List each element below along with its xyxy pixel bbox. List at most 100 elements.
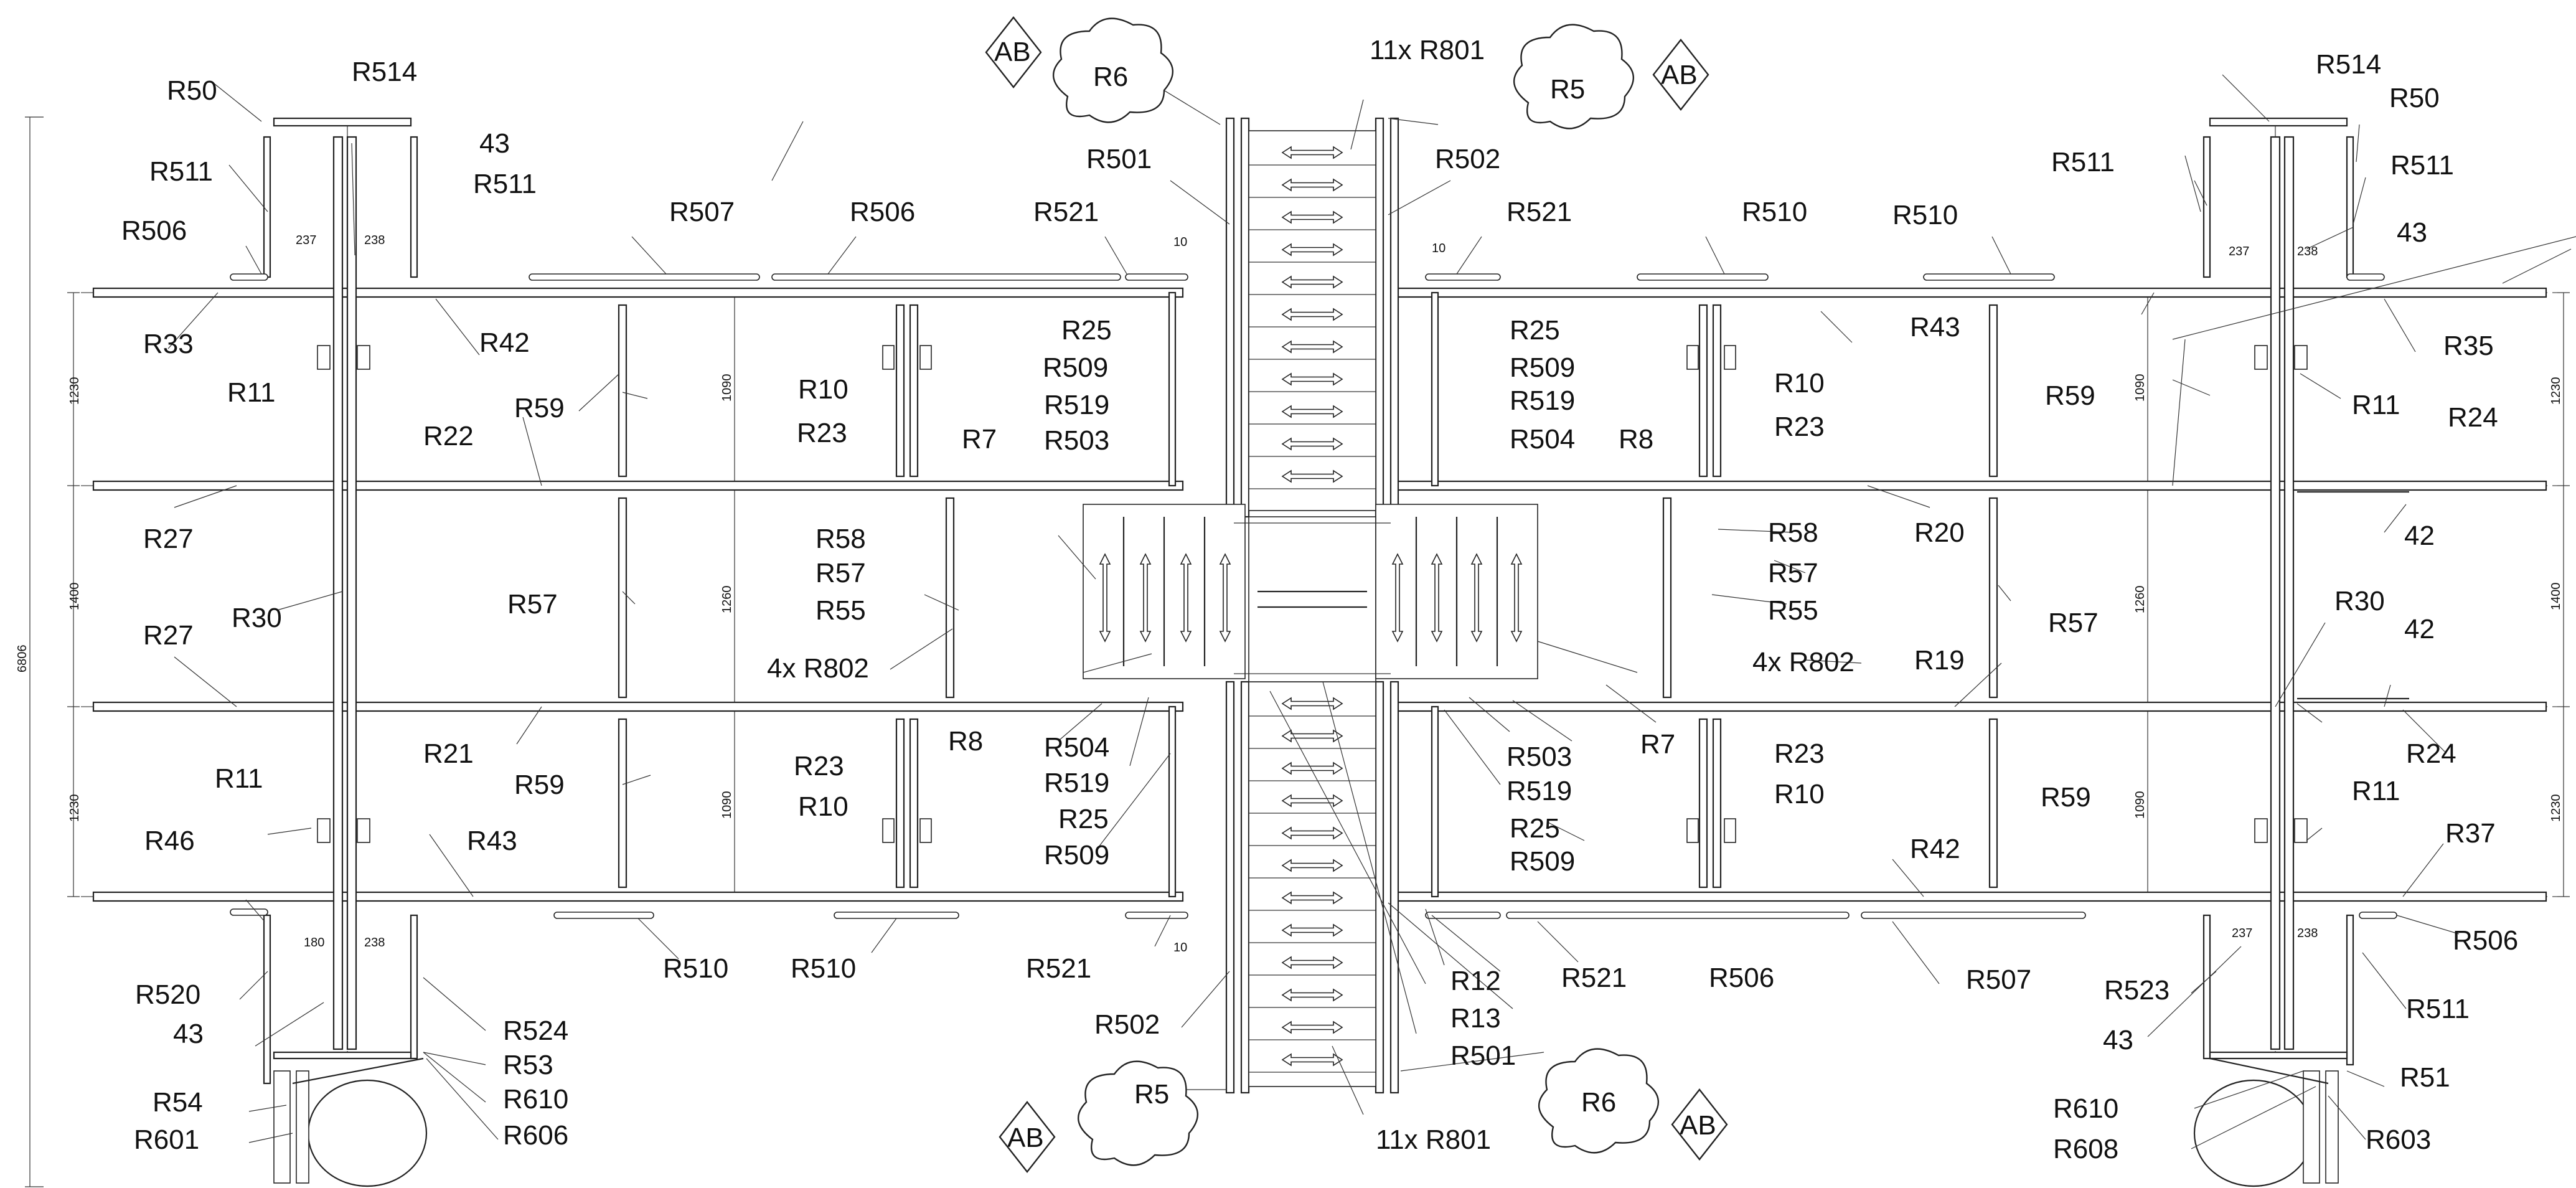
label: R501 [1086, 144, 1152, 174]
brace-members [230, 273, 2397, 919]
dim-label: 10 [1432, 242, 1445, 255]
label: R7 [962, 424, 997, 455]
label: R509 [1510, 352, 1575, 383]
label: R10 [1774, 368, 1825, 398]
double-arrow-icon [1281, 146, 1343, 159]
label: 43 [173, 1019, 204, 1049]
dim-label: 237 [2229, 245, 2249, 258]
dim-label: 10 [1173, 941, 1187, 955]
label: R506 [1709, 963, 1774, 993]
tag-label: AB [1007, 1123, 1044, 1153]
double-arrow-icon [1281, 988, 1343, 1002]
double-arrow-icon [1281, 275, 1343, 289]
tag-label: AB [1661, 60, 1698, 90]
label: R503 [1044, 425, 1109, 456]
dim-label: 180 [304, 936, 324, 950]
label: R57 [1768, 558, 1818, 588]
label: R42 [479, 328, 530, 358]
label: R25 [1510, 813, 1560, 844]
dim-label: 1090 [720, 791, 734, 819]
dim-label: 1260 [2133, 586, 2147, 614]
label: R10 [798, 374, 848, 405]
label: R57 [507, 589, 558, 620]
label: R30 [232, 603, 282, 633]
direction-arrows [1099, 146, 1523, 1067]
double-arrow-icon [1219, 553, 1231, 643]
label: R24 [2406, 738, 2456, 769]
label: R37 [2445, 818, 2496, 849]
label: R509 [1043, 352, 1108, 383]
dim-label: 1230 [68, 794, 82, 823]
double-arrow-icon [1139, 553, 1152, 643]
callout-labels: R50 R514 43 R511 R511 R506 R507 R506 R52… [121, 35, 2518, 1164]
overall-dimensions [25, 116, 2570, 1187]
label: R10 [1774, 779, 1825, 809]
label: R19 [1914, 645, 1965, 676]
label: 42 [2404, 521, 2435, 551]
label: R57 [2048, 608, 2099, 638]
label: R521 [1561, 963, 1627, 993]
leader-lines [167, 74, 2576, 1149]
dim-label: 1090 [720, 374, 734, 402]
label: R42 [1910, 834, 1960, 864]
label: R519 [1510, 385, 1575, 416]
dim-label: 237 [2232, 926, 2252, 940]
label: R501 [1450, 1040, 1516, 1071]
label: R5 [1134, 1079, 1169, 1110]
label: R610 [2053, 1093, 2118, 1124]
central-walkway [1083, 117, 1538, 1094]
label: R502 [1094, 1009, 1160, 1040]
label: R57 [816, 558, 866, 588]
tag-label: AB [1680, 1110, 1716, 1141]
label: R43 [467, 826, 517, 856]
label: R519 [1044, 768, 1109, 798]
label: R23 [1774, 738, 1825, 769]
label: R514 [352, 57, 417, 87]
label: R511 [2051, 147, 2115, 177]
label: R507 [669, 197, 735, 227]
label: R11 [2352, 776, 2400, 806]
label: R25 [1061, 315, 1112, 346]
label: R59 [2045, 380, 2095, 411]
label: R6 [1093, 62, 1128, 92]
label: R51 [2400, 1062, 2450, 1093]
label: R519 [1507, 776, 1572, 806]
walkway-treads [1249, 164, 1376, 1073]
label: R11 [2352, 390, 2400, 420]
tag-label: AB [994, 37, 1031, 67]
double-arrow-icon [1281, 697, 1343, 710]
label: R514 [2316, 49, 2381, 80]
label: R58 [1768, 517, 1818, 548]
label: R25 [1058, 804, 1109, 834]
label: R50 [2389, 83, 2440, 113]
double-arrow-icon [1281, 308, 1343, 321]
double-arrow-icon [1281, 891, 1343, 905]
label: R23 [794, 751, 844, 781]
dim-label: 1090 [2133, 374, 2147, 402]
double-arrow-icon [1431, 553, 1443, 643]
dim-label: 1090 [2133, 791, 2147, 819]
columns [263, 117, 2354, 1085]
label: R27 [143, 524, 194, 554]
label: R610 [503, 1084, 568, 1115]
label: R55 [1768, 595, 1818, 626]
label: R511 [2390, 150, 2454, 181]
dim-label: 1260 [720, 586, 734, 614]
label: R504 [1510, 424, 1575, 455]
label: R603 [2366, 1124, 2431, 1155]
label: R58 [816, 524, 866, 554]
dim-label: 238 [2297, 245, 2318, 258]
label: R523 [2104, 975, 2169, 1006]
label: R506 [850, 197, 915, 227]
double-arrow-icon [1281, 178, 1343, 192]
label: R12 [1450, 966, 1501, 996]
dim-label: 238 [364, 936, 385, 950]
label: R50 [167, 75, 217, 106]
double-arrow-icon [1099, 553, 1111, 643]
pipe-supports [273, 1057, 2339, 1187]
label: R511 [473, 169, 537, 199]
double-arrow-icon [1281, 761, 1343, 775]
double-arrow-icon [1281, 923, 1343, 937]
label: R507 [1966, 964, 2031, 995]
